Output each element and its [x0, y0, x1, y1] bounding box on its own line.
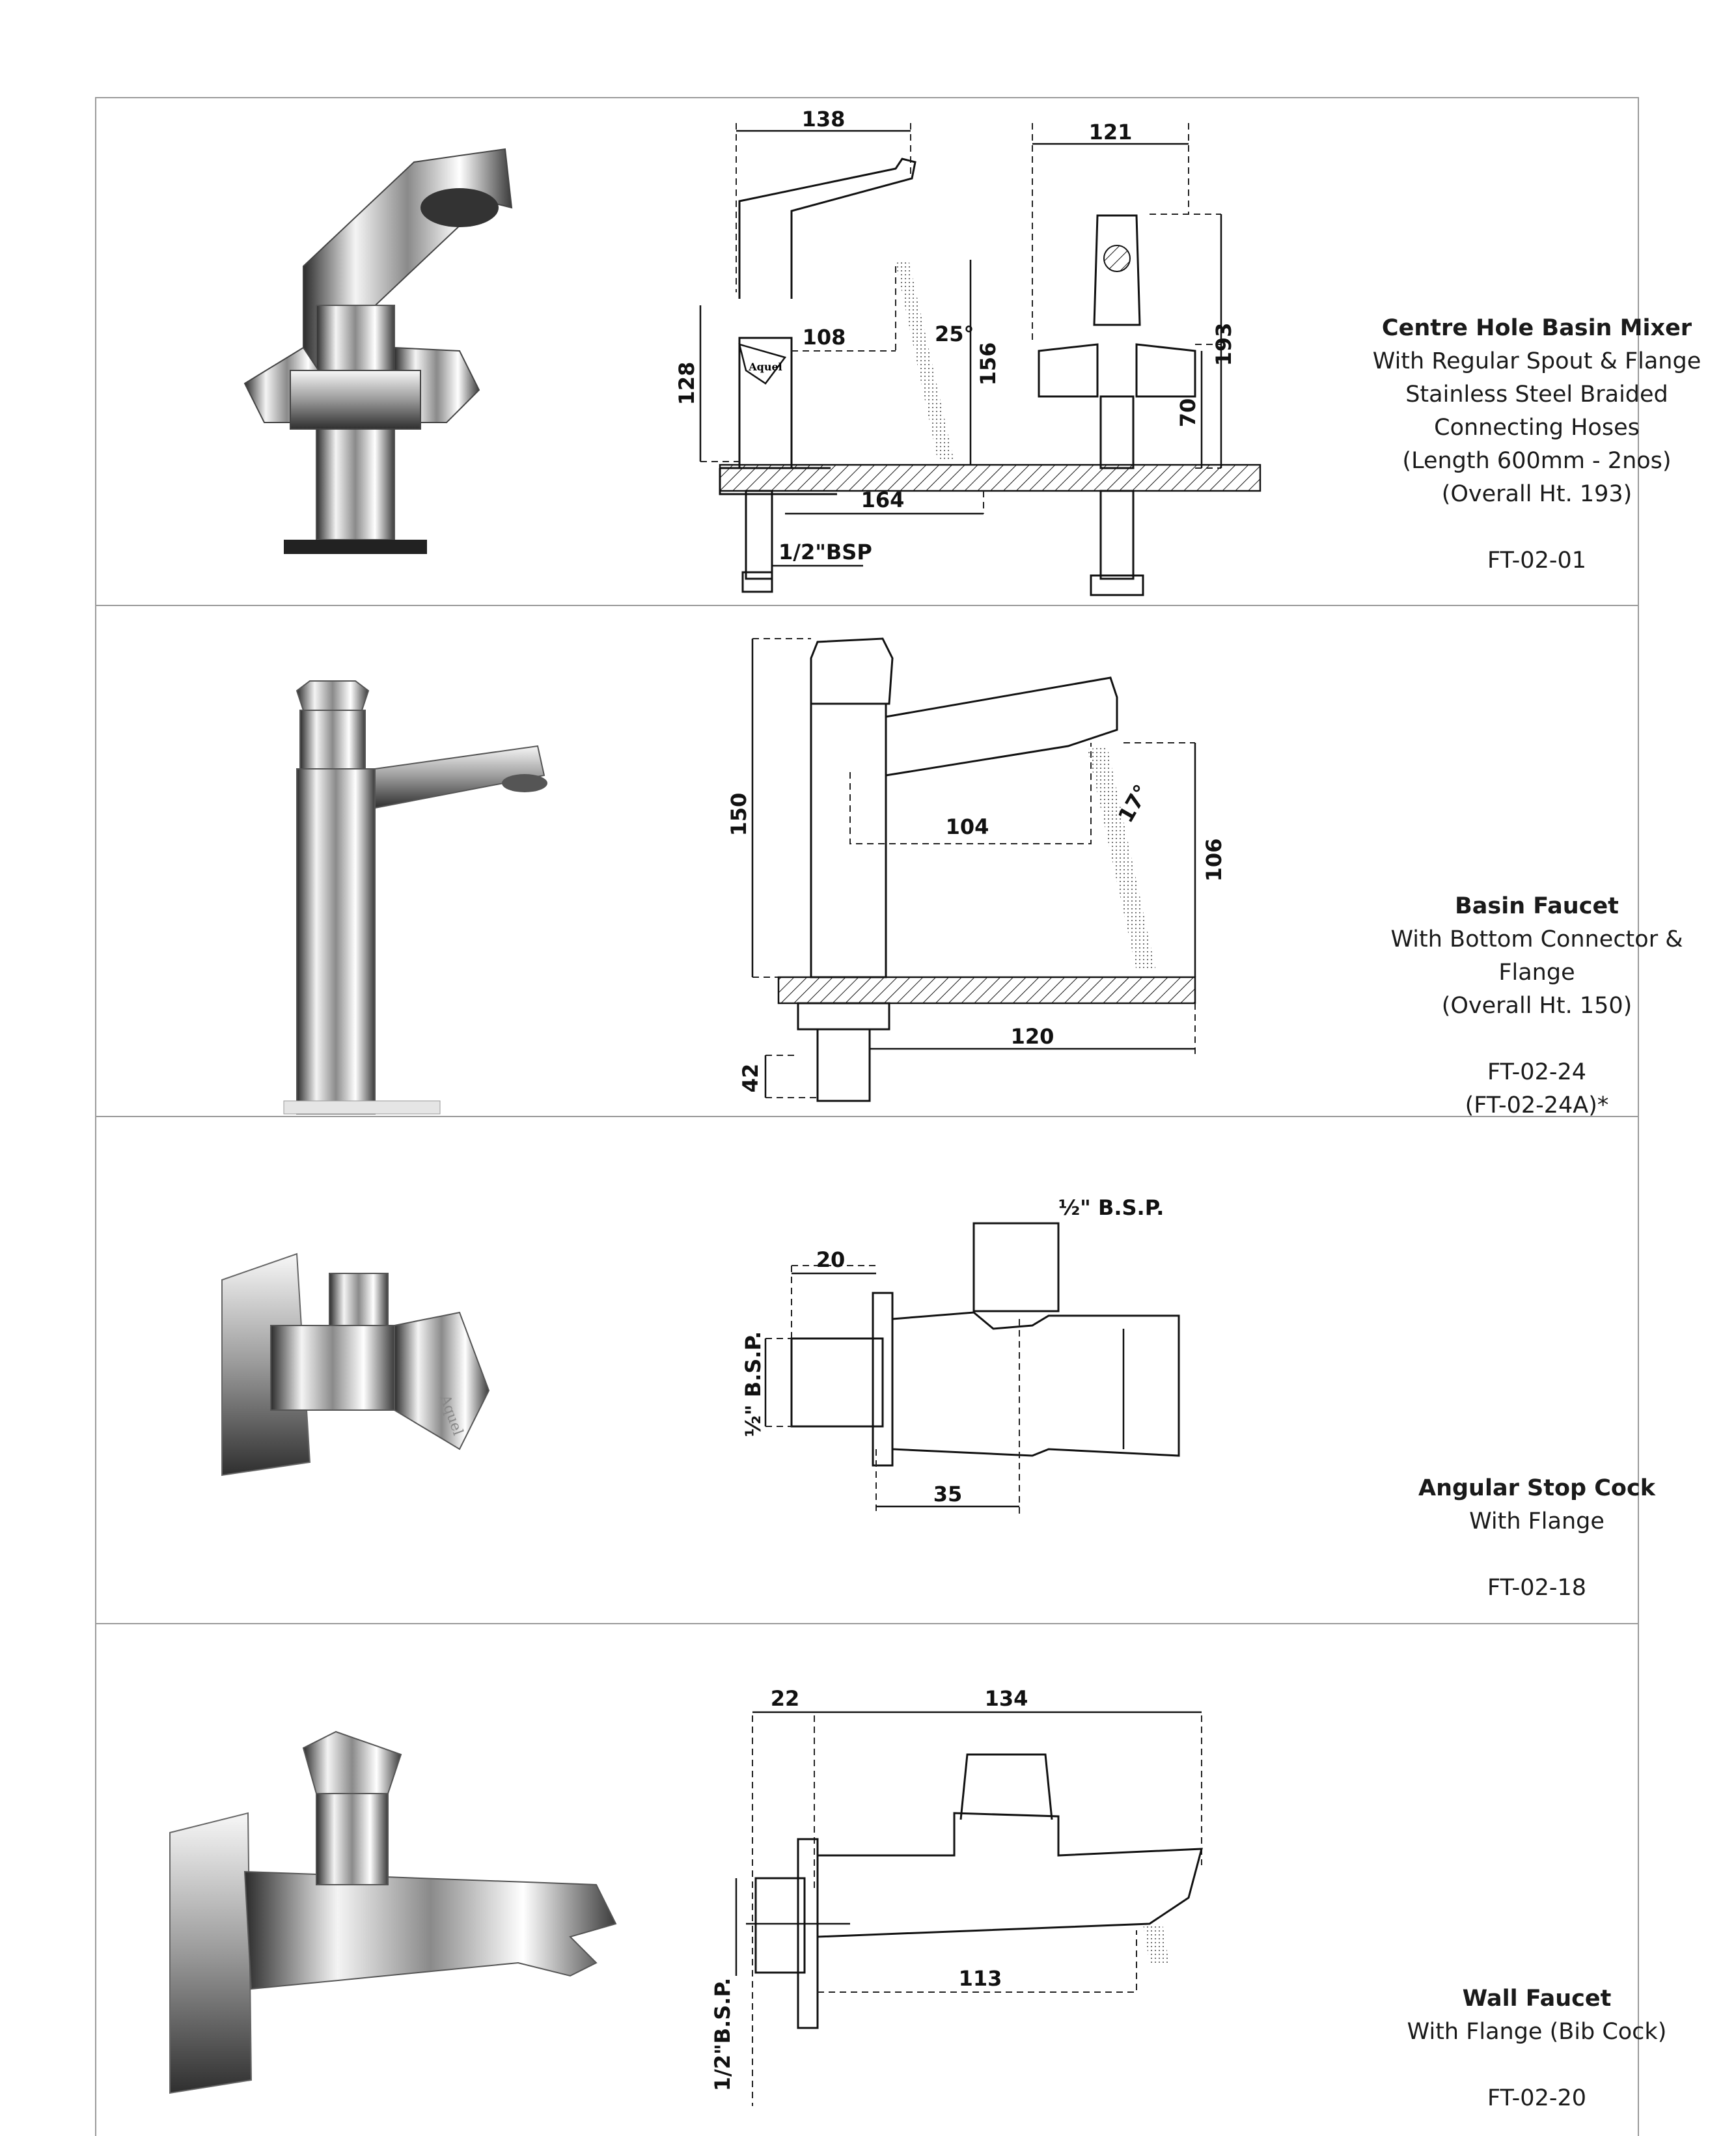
bsp-side-label: 1/2"B.S.P. — [710, 1978, 735, 2091]
product-description: Basin Faucet With Bottom Connector & Fla… — [1351, 890, 1722, 1122]
dim-104: 104 — [946, 814, 989, 839]
dim-113: 113 — [959, 1966, 1002, 1991]
bsp-side-label: ½" B.S.P. — [741, 1331, 765, 1437]
dim-138: 138 — [802, 107, 846, 132]
product-title: Angular Stop Cock — [1418, 1475, 1655, 1501]
product-line: With Flange (Bib Cock) — [1407, 2019, 1667, 2045]
wall-faucet-drawing: 22 134 1/2"B.S.P. 113 — [710, 1686, 1203, 2106]
dim-108: 108 — [803, 325, 846, 350]
product-code: FT-02-24 — [1487, 1059, 1586, 1085]
product-line: With Bottom Connector & Flange — [1390, 926, 1683, 986]
product-row-basin-faucet: 150 104 17° 106 42 120 Basin Faucet With… — [95, 606, 1683, 1118]
product-code: FT-02-01 — [1487, 548, 1586, 574]
dim-150: 150 — [726, 793, 751, 837]
dim-106: 106 — [1202, 839, 1226, 882]
product-line: (Length 600mm - 2nos) — [1402, 448, 1672, 474]
dim-120: 120 — [1011, 1024, 1054, 1049]
product-description: Wall Faucet With Flange (Bib Cock) FT-02… — [1351, 1982, 1722, 2115]
bsp-label: 1/2"BSP — [778, 540, 872, 564]
angular-stop-cock-photo: Aquel — [221, 1253, 490, 1477]
dim-42: 42 — [738, 1064, 763, 1093]
product-line: With Flange — [1469, 1508, 1605, 1534]
product-line: Stainless Steel Braided — [1405, 381, 1668, 408]
dim-25deg: 25° — [935, 322, 974, 346]
angular-stop-cock-drawing: ½" B.S.P. 20 ½" B.S.P. 35 — [741, 1195, 1180, 1514]
dim-20: 20 — [816, 1247, 846, 1272]
product-visuals: 138 Aquel 108 25° 156 128 164 1/2"BSP — [243, 107, 1261, 596]
product-code-alt: (FT-02-24A)* — [1465, 1092, 1609, 1118]
dim-156: 156 — [976, 342, 1000, 386]
basin-faucet-photo — [283, 680, 547, 1115]
product-line: Connecting Hoses — [1434, 415, 1640, 441]
dim-134: 134 — [985, 1686, 1028, 1711]
dim-193: 193 — [1211, 323, 1236, 367]
product-code: FT-02-18 — [1487, 1575, 1586, 1601]
dim-164: 164 — [861, 488, 905, 512]
product-visuals: 150 104 17° 106 42 120 — [283, 637, 1226, 1115]
dim-70: 70 — [1176, 398, 1200, 428]
centre-hole-basin-mixer-photo — [243, 148, 513, 554]
product-row-centre-hole-basin-mixer: 138 Aquel 108 25° 156 128 164 1/2"BSP — [95, 97, 1701, 606]
wall-faucet-photo — [169, 1730, 617, 2094]
product-description: Angular Stop Cock With Flange FT-02-18 — [1351, 1472, 1722, 1605]
product-line: (Overall Ht. 150) — [1441, 993, 1633, 1019]
product-title: Centre Hole Basin Mixer — [1381, 315, 1692, 341]
product-code: FT-02-20 — [1487, 2085, 1586, 2111]
product-row-wall-faucet: 22 134 1/2"B.S.P. 113 Wall Faucet With F… — [95, 1624, 1666, 2136]
product-visuals: 22 134 1/2"B.S.P. 113 — [169, 1686, 1203, 2106]
product-visuals: Aquel ½" B.S.P. 20 ½" B.S.P. 35 — [221, 1195, 1180, 1514]
basin-faucet-drawing: 150 104 17° 106 42 120 — [726, 637, 1226, 1102]
product-line: With Regular Spout & Flange — [1372, 348, 1702, 374]
dim-35: 35 — [933, 1482, 963, 1506]
product-line: (Overall Ht. 193) — [1441, 481, 1633, 507]
product-description: Centre Hole Basin Mixer With Regular Spo… — [1351, 312, 1722, 577]
product-title: Wall Faucet — [1462, 1986, 1612, 2012]
centre-hole-basin-mixer-drawing: 138 Aquel 108 25° 156 128 164 1/2"BSP — [674, 107, 1261, 596]
dim-128: 128 — [674, 362, 699, 406]
product-row-angular-stop-cock: Aquel ½" B.S.P. 20 ½" B.S.P. 35 Angular … — [95, 1117, 1655, 1624]
bsp-top-label: ½" B.S.P. — [1058, 1195, 1164, 1220]
product-title: Basin Faucet — [1455, 893, 1619, 919]
logo-text: Aquel — [748, 361, 782, 373]
dim-22: 22 — [771, 1686, 800, 1711]
dim-121: 121 — [1089, 120, 1133, 145]
